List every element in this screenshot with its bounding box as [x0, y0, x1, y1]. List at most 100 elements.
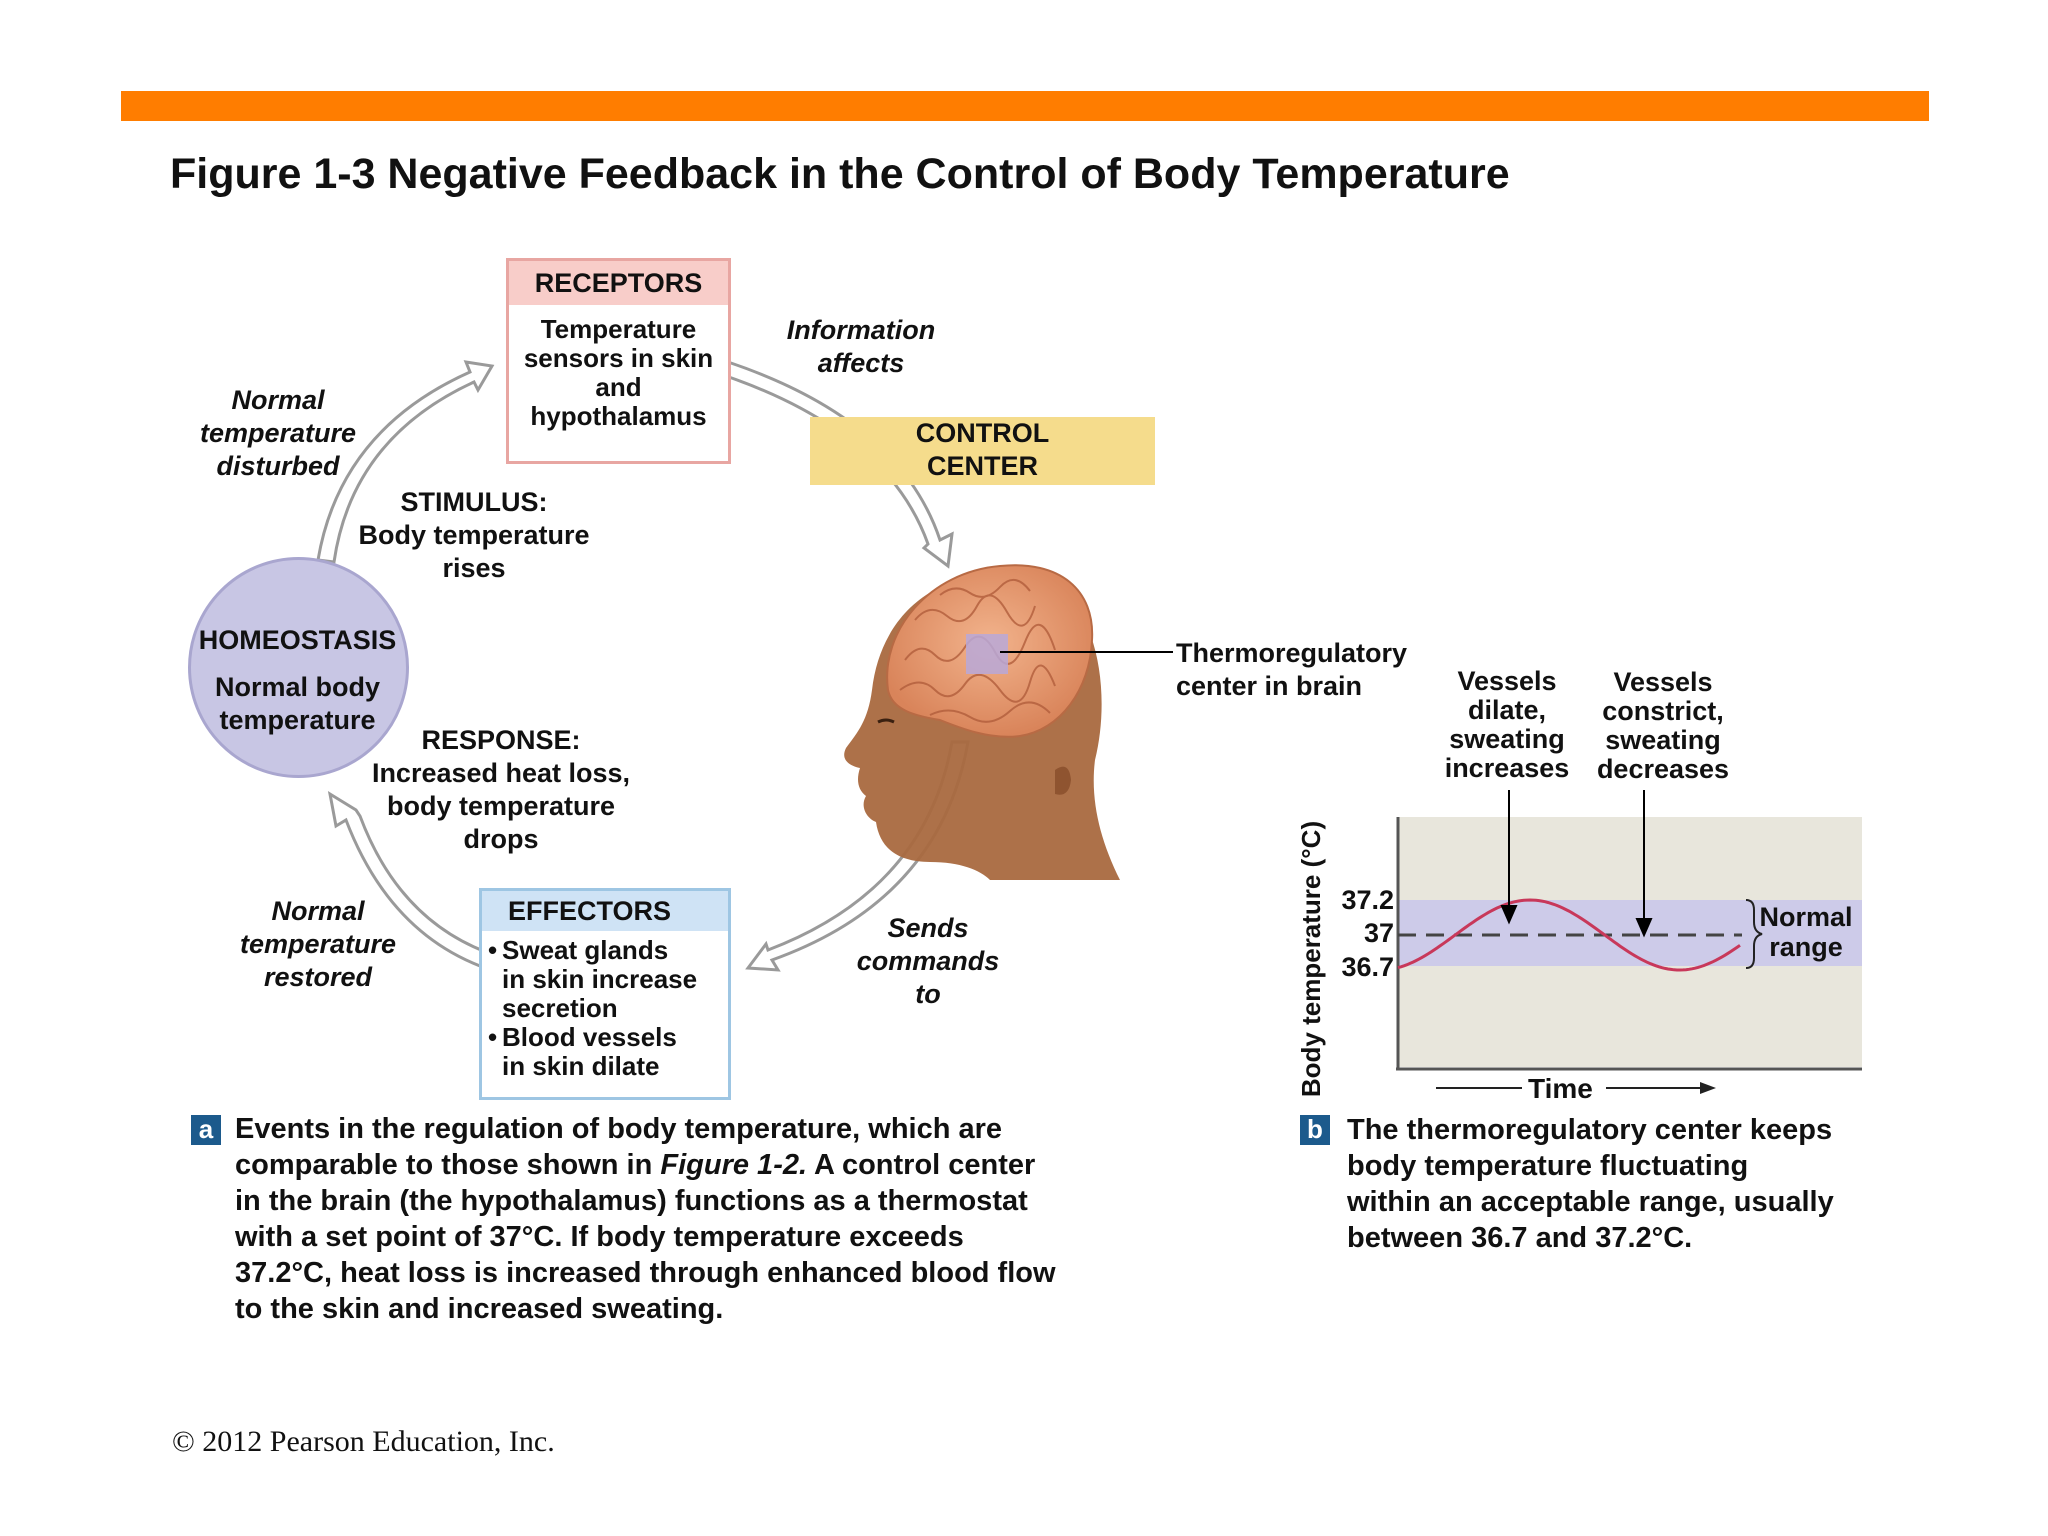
normal-range-label: Normal range: [1756, 902, 1856, 962]
label-line: rises: [442, 553, 506, 583]
sends-commands-label: Sends commands to: [838, 912, 1018, 1011]
label-line: Body temperature: [358, 520, 590, 550]
receptors-line: Temperature: [540, 314, 697, 344]
label-line: Normal: [271, 896, 365, 926]
label-line: Thermoregulatory: [1176, 638, 1408, 668]
label-line: disturbed: [216, 451, 340, 481]
effector-line: in skin dilate: [502, 1051, 660, 1081]
label-line: commands: [856, 946, 1000, 976]
temperature-curve: [1397, 898, 1741, 972]
label-line: Normal body: [214, 672, 381, 702]
effector-line: Sweat glands: [502, 935, 669, 965]
figure-reference: Figure 1-2.: [660, 1149, 808, 1181]
label-line: center in brain: [1176, 671, 1363, 701]
tick-label: 36.7: [1341, 952, 1394, 982]
panel-b-caption: The thermoregulatory center keeps body t…: [1347, 1112, 1907, 1256]
caption-line: comparable to those shown in Figure 1-2.…: [235, 1147, 1115, 1183]
x-axis-label: Time: [1528, 1073, 1593, 1104]
information-affects-label: Information affects: [772, 314, 950, 380]
receptors-box: RECEPTORS Temperature sensors in skin an…: [506, 258, 731, 464]
control-line: CONTROL: [915, 418, 1050, 448]
label-line: dilate,: [1467, 695, 1547, 725]
receptors-line: sensors in skin: [523, 343, 714, 373]
effector-line: secretion: [502, 993, 618, 1023]
time-arrowhead: [1700, 1082, 1716, 1094]
panel-a-caption: Events in the regulation of body tempera…: [235, 1111, 1115, 1327]
label-line: Normal: [1759, 902, 1853, 932]
label-line: temperature: [239, 929, 397, 959]
tick-label: 37.2: [1341, 885, 1394, 915]
effector-item: • Blood vessels in skin dilate: [488, 1023, 728, 1081]
receptors-heading: RECEPTORS: [509, 261, 728, 305]
label-line: affects: [817, 348, 905, 378]
caption-text: A control center: [807, 1149, 1036, 1181]
label-line: constrict,: [1602, 696, 1724, 726]
panel-b-badge: b: [1300, 1115, 1330, 1145]
label-line: temperature: [219, 705, 376, 735]
label-line: increases: [1444, 753, 1570, 783]
control-line: CENTER: [926, 451, 1038, 481]
thermoregulatory-highlight: [966, 634, 1008, 674]
effector-item: • Sweat glands in skin increase secretio…: [488, 936, 728, 1023]
caption-line: with a set point of 37°C. If body temper…: [235, 1221, 964, 1253]
effector-line: in skin increase: [502, 964, 698, 994]
normal-range-brace: [1745, 899, 1763, 969]
label-line: RESPONSE:: [421, 725, 581, 755]
panel-a-badge: a: [191, 1115, 221, 1145]
label-line: temperature: [199, 418, 357, 448]
response-label: RESPONSE: Increased heat loss, body temp…: [364, 724, 638, 856]
normal-range-band: [1398, 900, 1862, 966]
label-line: decreases: [1596, 754, 1730, 784]
caption-text: comparable to those shown in: [235, 1149, 661, 1181]
homeostasis-body: Normal body temperature: [192, 671, 403, 737]
normal-restored-label: Normal temperature restored: [228, 895, 408, 994]
figure-title: Figure 1-3 Negative Feedback in the Cont…: [170, 150, 1510, 198]
caption-line: to the skin and increased sweating.: [235, 1293, 724, 1325]
thermoregulatory-label: Thermoregulatory center in brain: [1176, 637, 1407, 703]
label-line: Increased heat loss,: [371, 758, 631, 788]
homeostasis-heading: HOMEOSTASIS: [198, 625, 397, 655]
tick-label: 37: [1363, 918, 1394, 948]
label-line: Vessels: [1457, 666, 1557, 696]
receptors-body: Temperature sensors in skin and hypothal…: [509, 305, 728, 431]
stimulus-label: STIMULUS: Body temperature rises: [352, 486, 596, 585]
label-line: restored: [263, 962, 373, 992]
label-line: STIMULUS:: [400, 487, 548, 517]
bullet-icon: •: [488, 935, 498, 965]
caption-line: body temperature fluctuating: [1347, 1150, 1749, 1182]
receptors-line: and: [595, 372, 642, 402]
effectors-heading: EFFECTORS: [482, 891, 728, 931]
caption-line: within an acceptable range, usually: [1347, 1186, 1834, 1218]
label-line: to: [915, 979, 941, 1009]
label-line: sweating: [1605, 725, 1721, 755]
control-center-box: CONTROL CENTER: [810, 417, 1155, 485]
effector-line: Blood vessels: [502, 1022, 677, 1052]
label-line: Sends: [887, 913, 969, 943]
top-accent-bar: [121, 91, 1929, 121]
effectors-box: EFFECTORS • Sweat glands in skin increas…: [479, 888, 731, 1100]
caption-line: 37.2°C, heat loss is increased through e…: [235, 1257, 1056, 1289]
copyright-notice: © 2012 Pearson Education, Inc.: [172, 1425, 555, 1458]
bullet-icon: •: [488, 1022, 498, 1052]
label-line: sweating: [1449, 724, 1565, 754]
vessels-dilate-label: Vessels dilate, sweating increases: [1432, 667, 1582, 783]
label-line: drops: [463, 824, 539, 854]
label-line: Vessels: [1613, 667, 1713, 697]
caption-line: in the brain (the hypothalamus) function…: [235, 1185, 1028, 1217]
label-line: Normal: [231, 385, 325, 415]
arrow-disturbed: [316, 360, 495, 564]
homeostasis-circle: [188, 557, 409, 778]
head-illustration: [844, 564, 1130, 900]
arrow-information: [724, 360, 954, 569]
label-line: Information: [786, 315, 936, 345]
label-line: body temperature: [386, 791, 616, 821]
receptors-line: hypothalamus: [530, 401, 707, 431]
vessels-constrict-label: Vessels constrict, sweating decreases: [1588, 668, 1738, 784]
caption-line: The thermoregulatory center keeps: [1347, 1114, 1833, 1146]
effectors-body: • Sweat glands in skin increase secretio…: [482, 931, 728, 1081]
arrow-restored: [327, 790, 488, 968]
caption-line: between 36.7 and 37.2°C.: [1347, 1222, 1693, 1254]
normal-disturbed-label: Normal temperature disturbed: [190, 384, 366, 483]
caption-line: Events in the regulation of body tempera…: [235, 1113, 1003, 1145]
